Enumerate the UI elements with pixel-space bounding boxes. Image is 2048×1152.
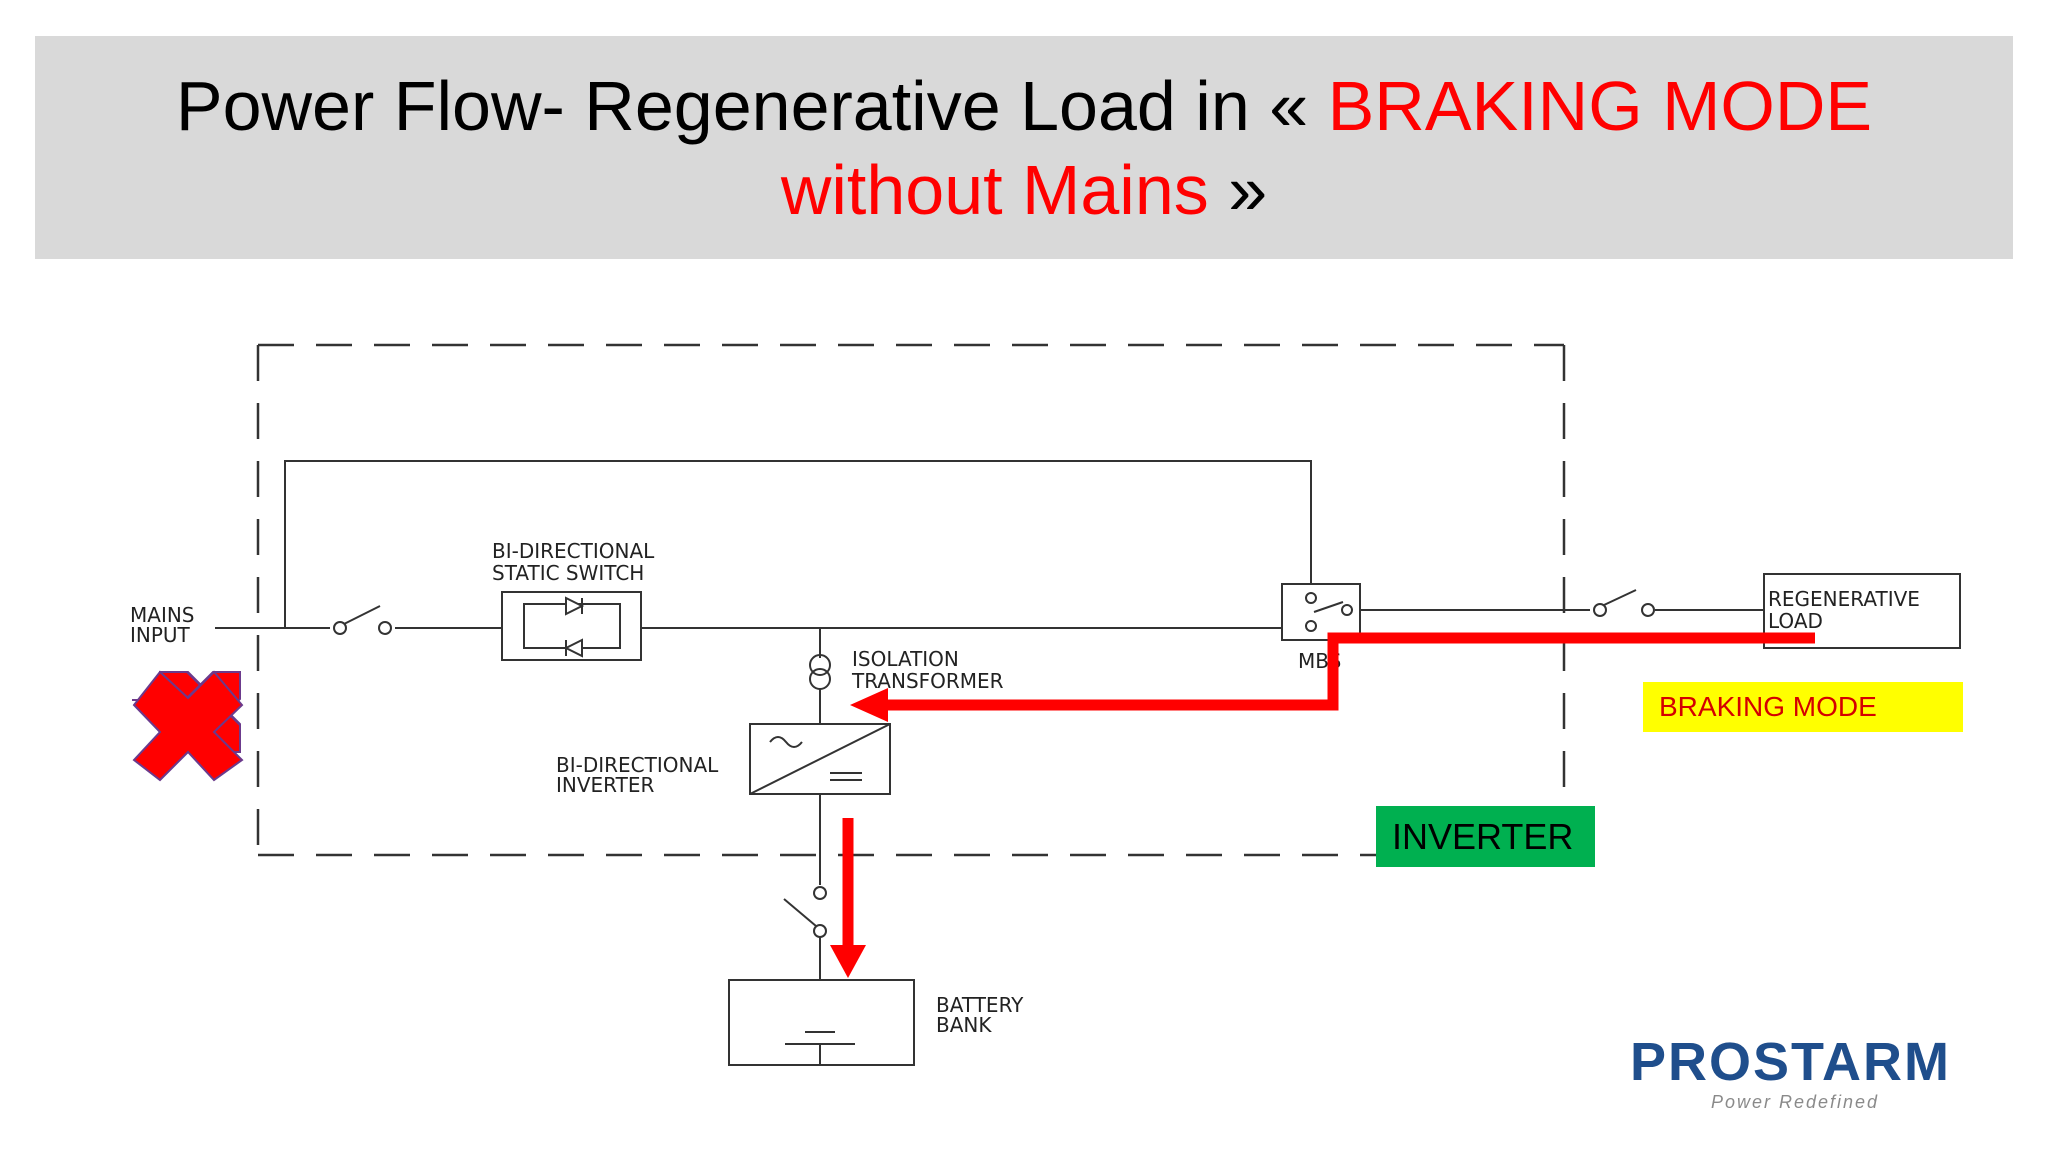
title-braking-mode: BRAKING MODE <box>1327 66 1873 145</box>
mbs-switch <box>1281 583 1361 641</box>
title-line-1: Power Flow- Regenerative Load in « BRAKI… <box>176 64 1872 148</box>
title-band: Power Flow- Regenerative Load in « BRAKI… <box>35 36 2013 259</box>
battery-bank <box>728 979 915 1066</box>
title-part-4: » <box>1208 150 1268 229</box>
battery-branch <box>783 794 827 980</box>
static-switch-label-2: STATIC SWITCH <box>492 561 644 585</box>
bi-directional-inverter <box>749 723 891 795</box>
isolation-transformer <box>809 628 831 724</box>
static-switch-label-1: BI-DIRECTIONAL <box>492 539 655 563</box>
inverter-tag: INVERTER <box>1376 806 1595 867</box>
inverter-enclosure <box>256 343 1566 857</box>
logo-wordmark: PROSTARM <box>1630 1032 1951 1092</box>
isolation-label-1: ISOLATION <box>852 647 959 671</box>
mains-switch <box>333 605 392 635</box>
power-flow-arrow <box>850 632 1815 722</box>
inverter-label-2: INVERTER <box>556 773 654 797</box>
braking-mode-tag: BRAKING MODE <box>1643 682 1963 732</box>
inverter-label-1: BI-DIRECTIONAL <box>556 753 719 777</box>
logo-tagline: Power Redefined <box>1710 1092 1880 1112</box>
regen-label-1: REGENERATIVE <box>1768 587 1920 611</box>
regen-label-2: LOAD <box>1768 609 1823 633</box>
mains-cross-shape <box>132 670 244 782</box>
isolation-label-2: TRANSFORMER <box>851 669 1004 693</box>
battery-label-1: BATTERY <box>936 993 1024 1017</box>
battery-label-2: BANK <box>936 1013 992 1037</box>
static-switch <box>501 591 642 661</box>
bypass-line <box>284 460 1312 628</box>
mains-input-label-2: INPUT <box>130 623 191 647</box>
title-line-2: without Mains » <box>781 148 1267 232</box>
load-switch <box>1593 589 1655 617</box>
mains-input-label-1: MAINS <box>130 603 195 627</box>
battery-flow-arrow <box>830 818 866 978</box>
prostarm-logo: PROSTARM Power Redefined <box>1630 1032 1980 1112</box>
title-without-mains: without Mains <box>780 150 1209 229</box>
title-part-1: Power Flow- Regenerative Load in « <box>175 66 1328 145</box>
